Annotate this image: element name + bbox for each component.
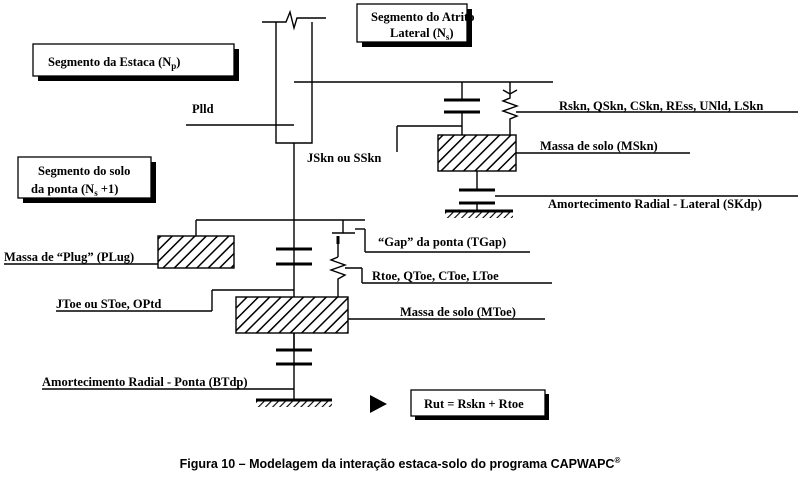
svg-text:Rskn, QSkn, CSkn, REss, UNld,: Rskn, QSkn, CSkn, REss, UNld, LSkn — [559, 99, 763, 113]
massa-mskn-label: Massa de solo (MSkn) — [516, 139, 690, 154]
lateral-soil-model — [294, 81, 553, 218]
svg-text:Massa de “Plug” (PLug): Massa de “Plug” (PLug) — [4, 250, 134, 264]
svg-text:Massa de solo (MSkn): Massa de solo (MSkn) — [540, 139, 658, 153]
play-arrow-icon — [370, 395, 387, 413]
rut-box: Rut = Rskn + Rtoe — [410, 389, 549, 420]
plug-mass: Massa de “Plug” (PLug) — [4, 220, 235, 269]
toe-soil-model — [235, 220, 355, 407]
svg-text:Massa de solo (MToe): Massa de solo (MToe) — [400, 305, 516, 319]
svg-text:Plld: Plld — [192, 102, 214, 116]
svg-text:JSkn ou SSkn: JSkn ou SSkn — [307, 151, 381, 165]
svg-text:Amortecimento Radial - Lateral: Amortecimento Radial - Lateral (SKdp) — [548, 197, 762, 211]
amortecimento-ponta-label: Amortecimento Radial - Ponta (BTdp) — [42, 375, 294, 390]
svg-text:da ponta (Ns +1): da ponta (Ns +1) — [31, 182, 118, 198]
segmento-ponta-box: Segmento do solo da ponta (Ns +1) — [17, 156, 156, 203]
jskn-label: JSkn ou SSkn — [307, 125, 462, 165]
svg-text:Amortecimento Radial - Ponta (: Amortecimento Radial - Ponta (BTdp) — [42, 375, 248, 389]
svg-text:JToe ou SToe, OPtd: JToe ou SToe, OPtd — [56, 297, 161, 311]
segmento-atrito-box: Segmento do Atrito Lateral (Ns) — [356, 3, 474, 47]
segmento-estaca-box: Segmento da Estaca (Np) — [32, 43, 239, 81]
figure-caption: Figura 10 – Modelagem da interação estac… — [180, 456, 621, 471]
massa-mtoe-label: Massa de solo (MToe) — [348, 305, 545, 320]
svg-text:Segmento do Atrito: Segmento do Atrito — [371, 10, 474, 24]
plld-label: Plld — [186, 102, 294, 126]
svg-text:Rut = Rskn + Rtoe: Rut = Rskn + Rtoe — [424, 397, 524, 411]
svg-text:Segmento da Estaca (Np): Segmento da Estaca (Np) — [48, 55, 180, 71]
svg-text:Lateral (Ns): Lateral (Ns) — [390, 26, 454, 42]
gap-ponta-label: “Gap” da ponta (TGap) — [355, 228, 530, 253]
svg-text:Rtoe, QToe, CToe, LToe: Rtoe, QToe, CToe, LToe — [372, 269, 499, 283]
amortecimento-lateral-label: Amortecimento Radial - Lateral (SKdp) — [495, 195, 798, 211]
svg-text:Segmento do solo: Segmento do solo — [38, 164, 130, 178]
svg-text:“Gap” da ponta (TGap): “Gap” da ponta (TGap) — [378, 235, 506, 249]
rskn-label: Rskn, QSkn, CSkn, REss, UNld, LSkn — [516, 99, 798, 113]
jtoe-label: JToe ou SToe, OPtd — [56, 289, 294, 312]
rtoe-label: Rtoe, QToe, CToe, LToe — [345, 267, 552, 284]
